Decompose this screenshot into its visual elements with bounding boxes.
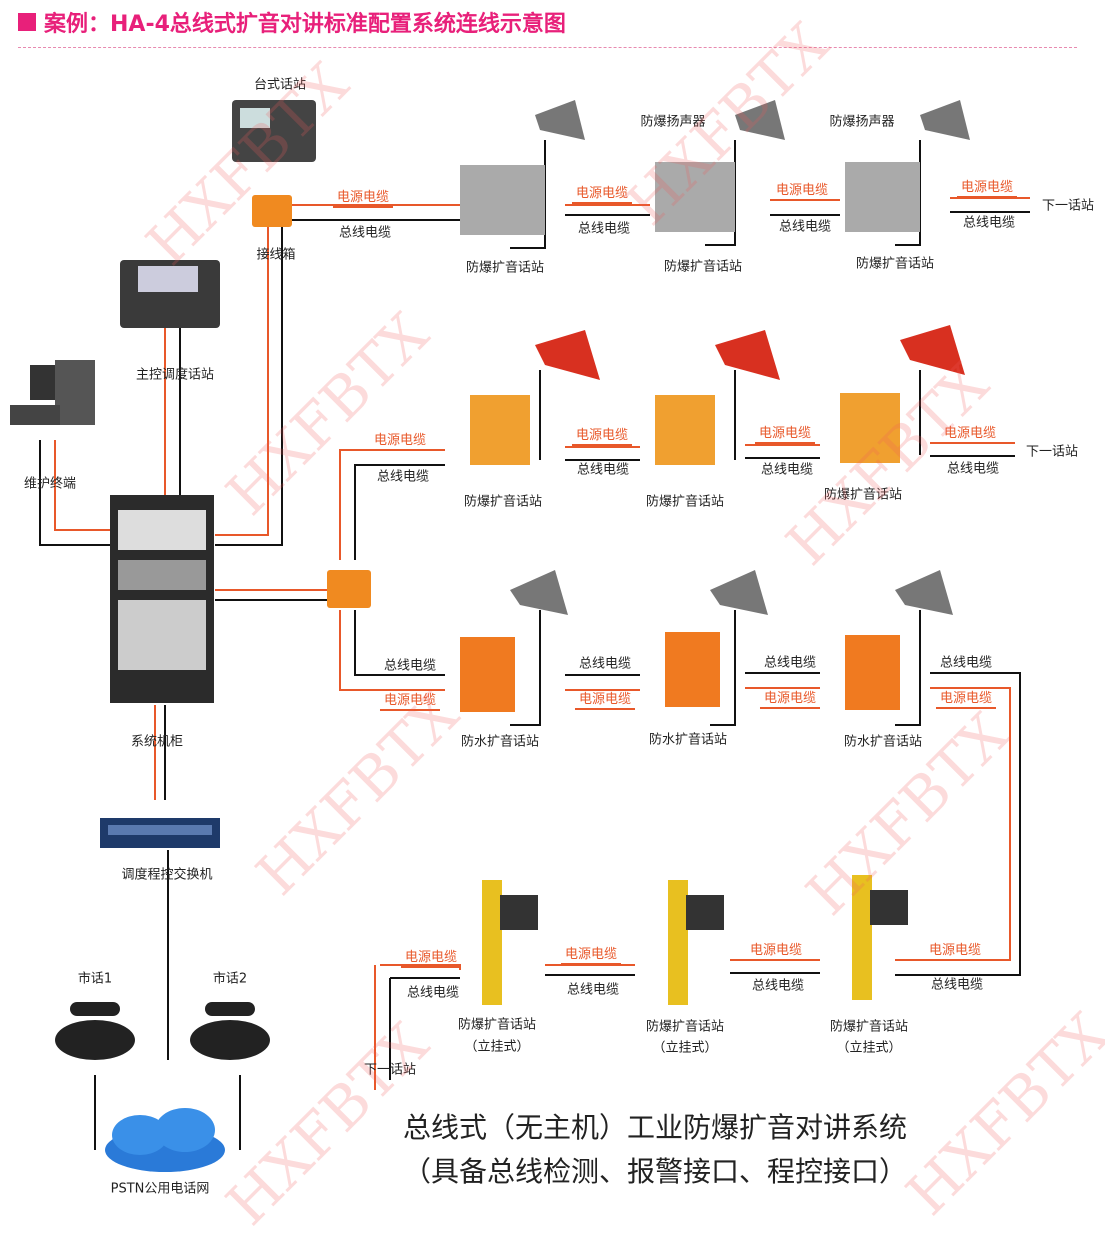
device-label-maintenance-terminal: 维护终端: [23, 476, 77, 492]
bus-cable-label: 总线电缆: [576, 462, 630, 478]
power-cable-label: 电源电缆: [759, 687, 821, 709]
power-cable-label: 电源电缆: [560, 943, 622, 965]
station-label: 防爆扩音话站: [645, 1019, 725, 1035]
junction-box-icon: [252, 195, 292, 227]
bus-cable-label: 总线电缆: [376, 469, 430, 485]
desk-station-icon: [232, 100, 316, 162]
bus-cable-label: 总线电缆: [338, 225, 392, 241]
device-label-pbx-switch: 调度程控交换机: [121, 867, 213, 883]
station-label: 防水扩音话站: [843, 734, 923, 750]
system-cabinet-icon: [110, 495, 214, 703]
bus-cable-label: 总线电缆: [406, 985, 460, 1001]
power-cable-label: 电源电缆: [571, 424, 633, 446]
station-label: 防爆扩音话站: [823, 487, 903, 503]
mount-type-label: （立挂式）: [836, 1040, 902, 1056]
power-cable-label: 电源电缆: [939, 422, 1001, 444]
bus-cable-label: 总线电缆: [566, 982, 620, 998]
power-cable-label: 电源电缆: [956, 176, 1018, 198]
bus-cable-label: 总线电缆: [751, 978, 805, 994]
power-cable-label: 电源电缆: [400, 946, 462, 968]
device-label-pstn: PSTN公用电话网: [110, 1181, 210, 1197]
bus-cable-label: 总线电缆: [962, 215, 1016, 231]
page-title: 案例：HA-4总线式扩音对讲标准配置系统连线示意图: [18, 6, 566, 38]
row2-horns-icon: [535, 325, 965, 380]
wiring-diagram: [10, 100, 1030, 1172]
row3-speakers-icon: [510, 570, 953, 615]
bus-cable-label: 总线电缆: [578, 656, 632, 672]
bus-cable-label: 总线电缆: [930, 977, 984, 993]
master-station-icon: [120, 260, 220, 328]
bus-cable-label: 总线电缆: [778, 219, 832, 235]
next-station-label: 下一话站: [1025, 444, 1079, 460]
caption-line-1: 总线式（无主机）工业防爆扩音对讲系统: [402, 1111, 908, 1144]
device-label-master-station: 主控调度话站: [135, 367, 215, 383]
mount-type-label: （立挂式）: [464, 1039, 530, 1055]
device-label-phone1: 市话1: [77, 971, 113, 987]
power-cable-label: 电源电缆: [379, 689, 441, 711]
row4-pillar-stations-icon: [482, 875, 872, 1005]
device-label-phone2: 市话2: [212, 971, 248, 987]
power-cable-label: 电源电缆: [369, 429, 431, 451]
title-divider: [18, 47, 1077, 48]
device-label-desk-station: 台式话站: [253, 77, 307, 93]
device-label-system-cabinet: 系统机柜: [130, 734, 184, 750]
phone2-icon: [190, 1002, 270, 1060]
row4-units-icon: [500, 890, 908, 930]
row3-stations-icon: [460, 632, 900, 712]
device-label-junction-box: 接线箱: [256, 247, 296, 263]
title-marker: [18, 13, 36, 31]
station-label: 防爆扩音话站: [645, 494, 725, 510]
bus-cable-label: 总线电缆: [577, 221, 631, 237]
next-station-label: 下一话站: [363, 1062, 417, 1078]
station-label: 防爆扩音话站: [463, 494, 543, 510]
computer-icon: [10, 360, 95, 425]
row1-speakers-icon: [535, 100, 970, 140]
title-text: 案例：HA-4总线式扩音对讲标准配置系统连线示意图: [44, 12, 566, 37]
power-cable-label: 电源电缆: [935, 687, 997, 709]
mount-type-label: （立挂式）: [652, 1040, 718, 1056]
bus-cable-label: 总线电缆: [383, 658, 437, 674]
station-label: 防水扩音话站: [460, 734, 540, 750]
row2-stations-icon: [470, 393, 900, 465]
caption-line-2: （具备总线检测、报警接口、程控接口）: [402, 1155, 908, 1188]
power-cable-label: 电源电缆: [771, 179, 833, 201]
power-cable-label: 电源电缆: [571, 182, 633, 204]
station-label: 防爆扩音话站: [465, 260, 545, 276]
station-label: 防爆扩音话站: [663, 259, 743, 275]
station-label: 防爆扩音话站: [457, 1017, 537, 1033]
speaker-label: 防爆扬声器: [829, 114, 895, 130]
junction-box-2-icon: [327, 570, 371, 608]
station-label: 防水扩音话站: [648, 732, 728, 748]
bus-cable-label: 总线电缆: [946, 461, 1000, 477]
power-cable-label: 电源电缆: [754, 422, 816, 444]
power-cable-label: 电源电缆: [332, 186, 394, 208]
phone1-icon: [55, 1002, 135, 1060]
bus-cable-label: 总线电缆: [760, 462, 814, 478]
station-label: 防爆扩音话站: [855, 256, 935, 272]
speaker-label: 防爆扬声器: [640, 114, 706, 130]
next-station-label: 下一话站: [1041, 198, 1095, 214]
power-cable-label: 电源电缆: [574, 688, 636, 710]
pbx-switch-icon: [100, 818, 220, 848]
row1-stations-icon: [460, 162, 920, 235]
power-cable-label: 电源电缆: [924, 939, 986, 961]
bus-cable-label: 总线电缆: [763, 655, 817, 671]
station-label: 防爆扩音话站: [829, 1019, 909, 1035]
power-cable-label: 电源电缆: [745, 939, 807, 961]
bus-cable-label: 总线电缆: [939, 655, 993, 671]
pstn-cloud-icon: [105, 1108, 225, 1172]
